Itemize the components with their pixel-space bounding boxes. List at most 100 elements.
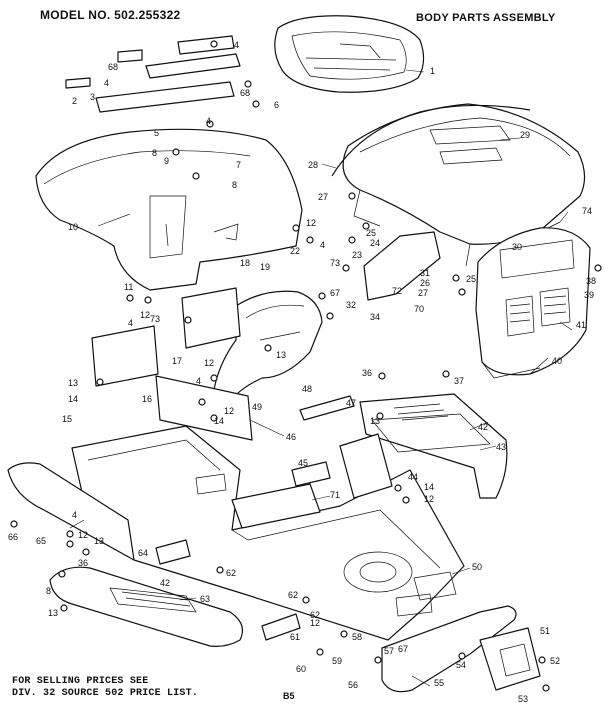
hardware: [10, 40, 602, 692]
callout-43: 43: [496, 442, 506, 452]
callout-3: 3: [90, 92, 95, 102]
side-panel: [155, 375, 253, 441]
callout-12: 12: [140, 310, 150, 320]
callout-50: 50: [472, 562, 482, 572]
bracket-48: [299, 395, 355, 421]
callout-64: 64: [138, 548, 148, 558]
callout-61: 61: [290, 632, 300, 642]
callout-36: 36: [362, 368, 372, 378]
callout-4: 4: [234, 40, 239, 50]
callout-41: 41: [576, 320, 586, 330]
footer-line-1: FOR SELLING PRICES SEE: [12, 676, 149, 687]
callout-60: 60: [296, 664, 306, 674]
callout-29: 29: [520, 130, 530, 140]
callout-8: 8: [152, 148, 157, 158]
callout-62: 62: [288, 590, 298, 600]
callout-48: 48: [302, 384, 312, 394]
callout-52: 52: [550, 656, 560, 666]
callout-13: 13: [68, 378, 78, 388]
callout-4: 4: [72, 510, 77, 520]
callout-47: 47: [346, 398, 356, 408]
callout-12: 12: [424, 494, 434, 504]
callout-68: 68: [108, 62, 118, 72]
callout-12: 12: [224, 406, 234, 416]
callout-10: 10: [68, 222, 78, 232]
main-frame: [71, 425, 465, 641]
front-grille: [475, 227, 591, 379]
hood-trim: [331, 104, 531, 177]
callout-1: 1: [430, 66, 435, 76]
callout-24: 24: [370, 238, 380, 248]
callout-18: 18: [240, 258, 250, 268]
callout-4: 4: [206, 116, 211, 126]
callout-66: 66: [8, 532, 18, 542]
callout-44: 44: [408, 472, 418, 482]
callout-49: 49: [252, 402, 262, 412]
seat-support: [231, 483, 321, 529]
callout-51: 51: [540, 626, 550, 636]
callout-4: 4: [104, 78, 109, 88]
callout-54: 54: [456, 660, 466, 670]
callout-14: 14: [214, 416, 224, 426]
callout-23: 23: [352, 250, 362, 260]
assembly-title: BODY PARTS ASSEMBLY: [416, 12, 556, 24]
callout-74: 74: [582, 206, 592, 216]
callout-6: 6: [274, 100, 279, 110]
callout-40: 40: [552, 356, 562, 366]
callout-25: 25: [466, 274, 476, 284]
callout-27: 27: [318, 192, 328, 202]
callout-45: 45: [298, 458, 308, 468]
callout-26: 26: [420, 278, 430, 288]
callout-63: 63: [200, 594, 210, 604]
callout-4: 4: [320, 240, 325, 250]
model-number: MODEL NO. 502.255322: [40, 8, 181, 22]
callout-17: 17: [172, 356, 182, 366]
callout-70: 70: [414, 304, 424, 314]
callout-22: 22: [290, 246, 300, 256]
callout-8: 8: [232, 180, 237, 190]
bracket-64: [155, 539, 191, 565]
callout-30: 30: [512, 242, 522, 252]
leader-lines: [69, 69, 573, 687]
seat-brackets: [65, 35, 241, 113]
callout-7: 7: [236, 160, 241, 170]
callout-36: 36: [78, 558, 88, 568]
callout-8: 8: [46, 586, 51, 596]
bracket-72: [363, 231, 441, 301]
callout-27: 27: [418, 288, 428, 298]
callout-46: 46: [286, 432, 296, 442]
callout-71: 71: [330, 490, 340, 500]
callout-56: 56: [348, 680, 358, 690]
callout-62: 62: [310, 610, 320, 620]
callout-5: 5: [154, 128, 159, 138]
step-plate: [359, 393, 508, 499]
callout-31: 31: [420, 268, 430, 278]
callout-19: 19: [260, 262, 270, 272]
page-number: B5: [283, 691, 295, 701]
callout-65: 65: [36, 536, 46, 546]
callout-55: 55: [434, 678, 444, 688]
callout-53: 53: [518, 694, 528, 704]
callout-15: 15: [62, 414, 72, 424]
running-board: [49, 566, 243, 647]
side-rail: [7, 462, 135, 561]
callout-58: 58: [352, 632, 362, 642]
callout-12: 12: [310, 618, 320, 628]
callout-4: 4: [196, 376, 201, 386]
callout-25: 25: [366, 228, 376, 238]
callout-14: 14: [68, 394, 78, 404]
rear-fender: [35, 128, 303, 291]
part-callouts: 1 2 3 4 4 4 4 4 4 4 5 6 7 8 8 8 9 10 11 …: [8, 40, 596, 704]
callout-12: 12: [204, 358, 214, 368]
callout-16: 16: [142, 394, 152, 404]
callout-39: 39: [584, 290, 594, 300]
callout-14: 14: [424, 482, 434, 492]
footer-line-2: DIV. 32 SOURCE 502 PRICE LIST.: [12, 688, 199, 699]
left-bracket: [91, 325, 159, 387]
callout-62: 62: [226, 568, 236, 578]
callout-13: 13: [370, 416, 380, 426]
callout-68: 68: [240, 88, 250, 98]
callout-4: 4: [128, 318, 133, 328]
callout-37: 37: [454, 376, 464, 386]
